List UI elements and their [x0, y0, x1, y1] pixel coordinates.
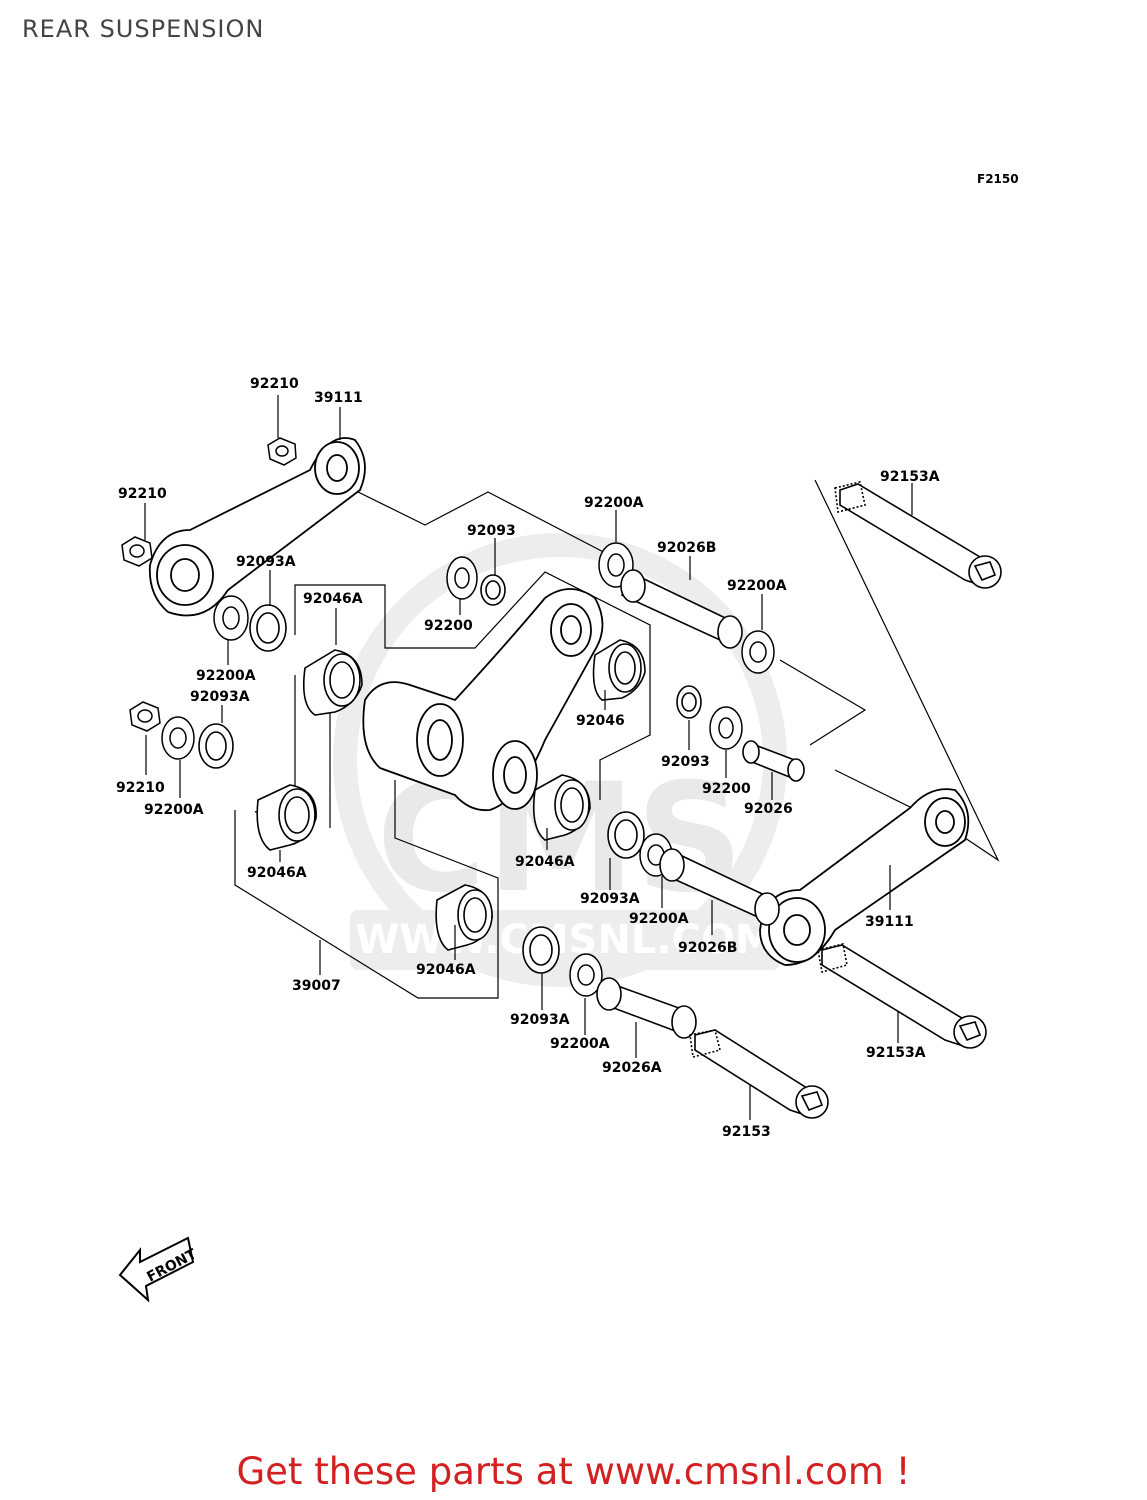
part-label-92200a: 92200A: [144, 802, 204, 818]
part-label-92200a: 92200A: [584, 495, 644, 511]
part-label-92093: 92093: [661, 754, 710, 770]
part-label-92200: 92200: [702, 781, 751, 797]
bearing-parts: [256, 639, 646, 951]
collar-parts: [596, 569, 805, 1039]
part-label-92200a: 92200A: [727, 578, 787, 594]
part-label-39007: 39007: [292, 978, 341, 994]
bolt-92153: [689, 1029, 829, 1119]
part-label-92210: 92210: [116, 780, 165, 796]
lower-link-rod: [759, 788, 970, 966]
bolt-92153a-bottom: [817, 943, 987, 1049]
part-label-92200: 92200: [424, 618, 473, 634]
upper-link-rod: [148, 437, 366, 617]
part-label-92026b: 92026B: [657, 540, 716, 556]
part-label-92210: 92210: [118, 486, 167, 502]
bolt-92153a-top: [834, 481, 1002, 589]
page-title: REAR SUSPENSION: [22, 15, 265, 43]
part-label-92046a: 92046A: [416, 962, 476, 978]
seal-parts: [198, 574, 702, 974]
part-labels: 92210 39111 92210 92093A 92200A 92093A 9…: [116, 376, 940, 1140]
part-label-92200a: 92200A: [196, 668, 256, 684]
part-label-39111: 39111: [314, 390, 363, 406]
part-label-92153a: 92153A: [866, 1045, 926, 1061]
front-direction-arrow-icon: FRONT: [118, 1236, 200, 1303]
part-label-92200a: 92200A: [629, 911, 689, 927]
part-label-92093: 92093: [467, 523, 516, 539]
part-label-92153: 92153: [722, 1124, 771, 1140]
part-label-92046: 92046: [576, 713, 625, 729]
part-label-92046a: 92046A: [303, 591, 363, 607]
watermark-url-text: WWW.CMSNL.COM: [355, 917, 775, 963]
part-label-92093a: 92093A: [190, 689, 250, 705]
figure-code: F2150: [977, 172, 1019, 186]
part-label-92093a: 92093A: [510, 1012, 570, 1028]
nut-92210-upper: [121, 536, 153, 567]
part-label-92026b: 92026B: [678, 940, 737, 956]
washer-parts: [161, 542, 775, 997]
part-label-92026a: 92026A: [602, 1060, 662, 1076]
nut-92210-lower: [129, 701, 161, 732]
rocker-arm: [362, 588, 604, 812]
leader-ticks: [144, 395, 913, 1120]
part-label-92210: 92210: [250, 376, 299, 392]
part-label-92153a: 92153A: [880, 469, 940, 485]
part-label-92026: 92026: [744, 801, 793, 817]
part-label-92046a: 92046A: [247, 865, 307, 881]
part-label-92093a: 92093A: [236, 554, 296, 570]
footer-cta[interactable]: Get these parts at www.cmsnl.com !: [236, 1450, 911, 1493]
nut-92210-top: [267, 437, 297, 466]
part-label-92200a: 92200A: [550, 1036, 610, 1052]
part-label-92046a: 92046A: [515, 854, 575, 870]
part-label-39111: 39111: [865, 914, 914, 930]
part-label-92093a: 92093A: [580, 891, 640, 907]
